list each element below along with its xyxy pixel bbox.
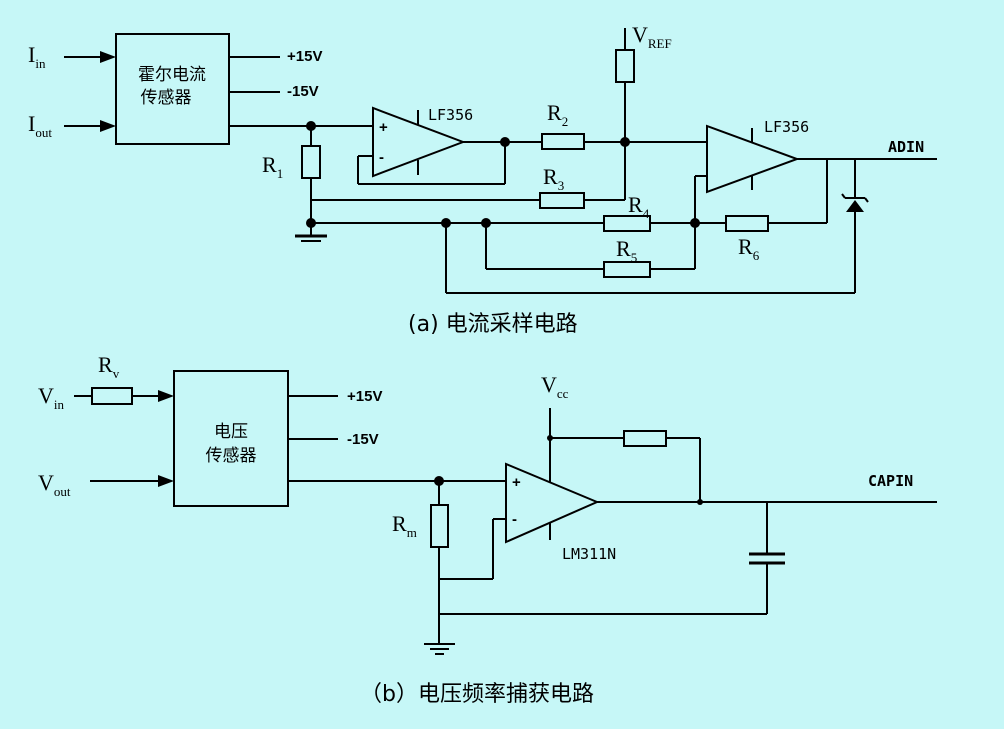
opamp-1-label: LF356 xyxy=(428,106,473,124)
comparator-plus: + xyxy=(512,474,521,491)
diode-symbol xyxy=(841,193,869,212)
caption-a: (a) 电流采样电路 xyxy=(408,312,578,337)
current-sampling-circuit: Iin Iout 霍尔电流 传感器 +15V -15V R1 + - LF356 xyxy=(28,22,937,337)
junction xyxy=(697,499,703,505)
voltage-sensor xyxy=(173,370,289,507)
comparator-label: LM311N xyxy=(562,545,616,563)
resistor-pullup xyxy=(623,430,667,447)
comparator-lm311n xyxy=(505,462,600,544)
hall-current-sensor xyxy=(115,33,230,145)
voltage-sensor-label-line2: 传感器 xyxy=(206,446,257,466)
junction xyxy=(500,137,510,147)
input-in-label: Iin xyxy=(28,42,46,71)
resistor-r6-label: R6 xyxy=(738,234,760,263)
resistor-r5 xyxy=(603,261,651,278)
resistor-r4-label: R4 xyxy=(628,192,650,221)
supply-pos-label-a: +15V xyxy=(287,48,322,65)
adin-output-label: ADIN xyxy=(888,138,924,156)
capin-output-label: CAPIN xyxy=(868,472,913,490)
junction xyxy=(306,218,316,228)
opamp-1-plus: + xyxy=(379,119,388,136)
capacitor-symbol xyxy=(749,552,785,565)
resistor-r1-label: R1 xyxy=(262,152,283,181)
opamp-1-minus: - xyxy=(379,149,384,166)
input-out-arrow xyxy=(64,120,116,132)
input-out-label: Iout xyxy=(28,111,52,140)
vref-label: VREF xyxy=(632,22,672,51)
resistor-vref xyxy=(615,49,635,83)
resistor-rv-label: Rv xyxy=(98,352,120,381)
input-vin-label: Vin xyxy=(38,383,65,412)
resistor-rv xyxy=(91,387,133,405)
resistor-rm xyxy=(430,504,449,548)
resistor-r2 xyxy=(541,133,585,150)
resistor-r6 xyxy=(725,215,769,232)
voltage-capture-circuit: Rv Vin Vout 电压 传感器 +15V -15V Rm + - xyxy=(38,352,937,707)
resistor-rm-label: Rm xyxy=(392,511,417,540)
hall-sensor-label-line1: 霍尔电流 xyxy=(138,65,206,85)
supply-neg-label-b: -15V xyxy=(347,431,379,448)
supply-neg-label-a: -15V xyxy=(287,83,319,100)
supply-pos-label-b: +15V xyxy=(347,388,382,405)
ground-symbol xyxy=(424,643,455,655)
caption-b: （b）电压频率捕获电路 xyxy=(360,682,594,707)
resistor-r3 xyxy=(539,192,585,209)
comparator-minus: - xyxy=(512,511,517,528)
opamp-2 xyxy=(706,124,800,194)
input-in-arrow xyxy=(64,51,116,63)
voltage-sensor-label-line1: 电压 xyxy=(214,422,248,442)
hall-sensor-label-line2: 传感器 xyxy=(141,88,192,108)
opamp-2-label: LF356 xyxy=(764,118,809,136)
resistor-r2-label: R2 xyxy=(547,100,568,129)
resistor-r5-label: R5 xyxy=(616,236,637,265)
resistor-r1 xyxy=(301,145,321,179)
resistor-r3-label: R3 xyxy=(543,164,564,193)
vcc-label: Vcc xyxy=(541,372,569,401)
input-vout-label: Vout xyxy=(38,470,71,499)
